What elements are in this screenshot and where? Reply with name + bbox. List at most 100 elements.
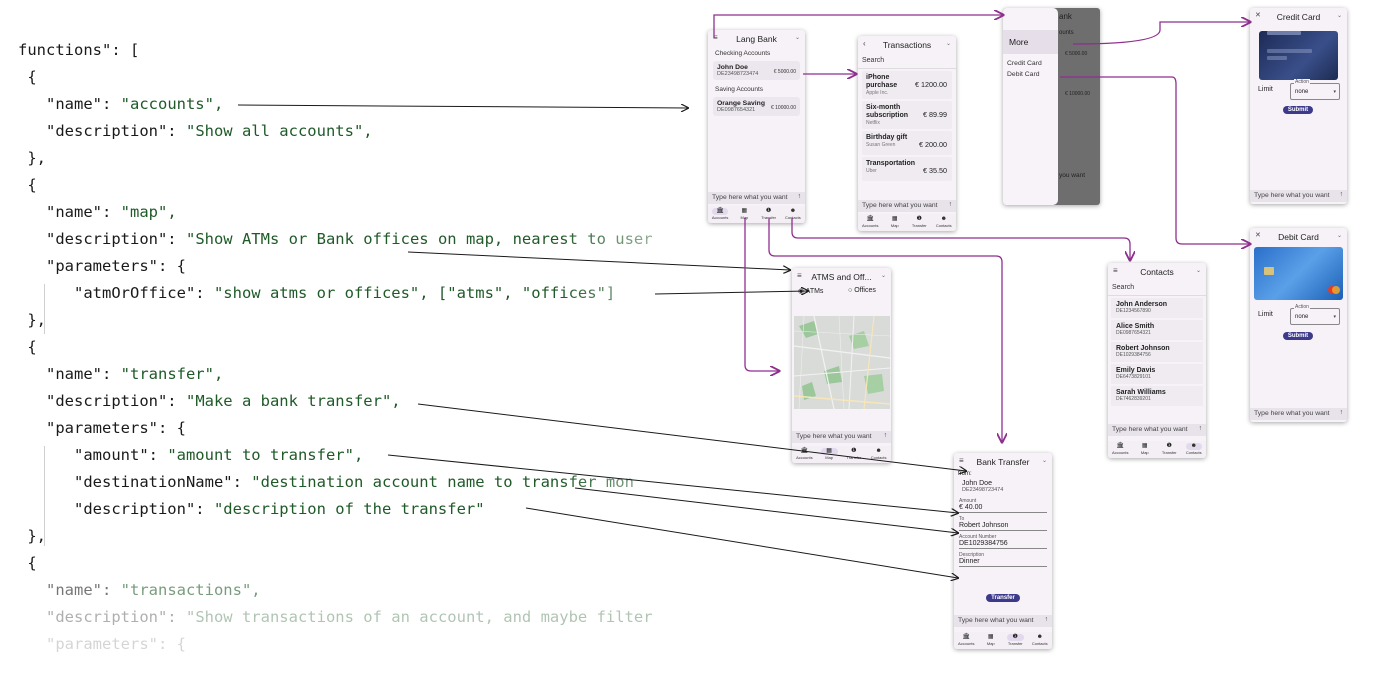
- code-line: "atmOrOffice": "show atms or offices", […: [18, 284, 616, 302]
- more-icon[interactable]: ⌄: [1041, 458, 1047, 464]
- nav-accounts[interactable]: 🏛Accounts: [954, 632, 979, 649]
- send-arrow-icon[interactable]: ↑: [797, 193, 801, 200]
- more-icon[interactable]: ⌄: [794, 35, 800, 41]
- nav-contacts[interactable]: ☻Contacts: [781, 206, 805, 223]
- nav-map[interactable]: ▦Map: [732, 206, 756, 223]
- nav-map[interactable]: ▦Map: [883, 214, 908, 231]
- search-input[interactable]: Search: [1108, 280, 1206, 296]
- accounts-header: ≡ Lang Bank ⌄: [708, 30, 805, 47]
- chat-input-placeholder: Type here what you want: [1254, 410, 1330, 417]
- transaction-item[interactable]: iPhone purchase Apple Inc. € 1200.00: [862, 71, 952, 100]
- code-line: {: [18, 68, 37, 86]
- more-icon[interactable]: ⌄: [1336, 233, 1342, 239]
- transfer-button[interactable]: Transfer: [986, 594, 1020, 602]
- from-label: from:: [958, 471, 972, 477]
- transfer-header: ≡ Bank Transfer ⌄: [954, 453, 1052, 470]
- nav-accounts[interactable]: 🏛Accounts: [1108, 441, 1133, 458]
- drawer-item-debit-card[interactable]: Debit Card: [1007, 71, 1040, 78]
- contacts-icon: ☻: [1036, 634, 1043, 640]
- send-arrow-icon[interactable]: ↑: [1198, 425, 1202, 432]
- background-text: you want: [1059, 172, 1086, 179]
- nav-accounts[interactable]: 🏛Accounts: [711, 208, 729, 220]
- send-arrow-icon[interactable]: ↑: [883, 432, 887, 439]
- menu-icon[interactable]: ≡: [1113, 266, 1118, 275]
- contacts-icon: ☻: [789, 208, 797, 214]
- nav-accounts[interactable]: 🏛Accounts: [858, 214, 883, 231]
- nav-contacts[interactable]: ☻Contacts: [1185, 443, 1202, 455]
- chat-input[interactable]: Type here what you want ↑: [954, 615, 1052, 627]
- chat-input-placeholder: Type here what you want: [796, 433, 872, 440]
- radio-atms[interactable]: ◉ ATMs: [798, 288, 824, 295]
- back-icon[interactable]: ‹: [863, 39, 866, 48]
- more-icon[interactable]: ⌄: [1336, 13, 1342, 19]
- nav-map[interactable]: ▦Map: [979, 632, 1004, 649]
- chat-input[interactable]: Type here what you want ↑: [1108, 424, 1206, 436]
- map-icon: ▦: [891, 216, 898, 222]
- menu-icon[interactable]: ≡: [713, 33, 718, 42]
- transfer-icon: ❶: [765, 208, 772, 214]
- flow-nav-map: [744, 218, 779, 371]
- send-arrow-icon[interactable]: ↑: [948, 201, 952, 208]
- map-icon: ▦: [820, 448, 838, 455]
- background-text: € 10000.00: [1065, 91, 1091, 97]
- nav-accounts[interactable]: 🏛Accounts: [792, 446, 817, 463]
- transaction-item[interactable]: Six-month subscription Netflix € 89.99: [862, 101, 952, 130]
- more-icon[interactable]: ⌄: [1195, 268, 1201, 274]
- account-card-saving[interactable]: Orange Saving DE0987654321 € 10000.00: [713, 97, 800, 116]
- account-name: John Doe: [717, 64, 748, 71]
- transaction-item[interactable]: Birthday gift Susan Green € 200.00: [862, 131, 952, 156]
- transaction-item[interactable]: Transportation Uber € 35.50: [862, 157, 952, 182]
- menu-icon[interactable]: ≡: [959, 456, 964, 465]
- nav-contacts[interactable]: ☻Contacts: [866, 446, 891, 463]
- chat-input[interactable]: Type here what you want ↑: [792, 431, 891, 443]
- nav-map[interactable]: ▦Map: [1133, 441, 1158, 458]
- map-view[interactable]: [794, 316, 890, 409]
- amount-field[interactable]: Amount€ 40.00: [959, 498, 1047, 513]
- submit-button[interactable]: Submit: [1283, 332, 1313, 340]
- map-icon: ▦: [741, 208, 748, 214]
- radio-offices[interactable]: ○ Offices: [848, 287, 876, 294]
- bank-icon: 🏛: [866, 216, 875, 222]
- nav-contacts[interactable]: ☻Contacts: [932, 214, 957, 231]
- screen-title: Debit Card: [1278, 231, 1319, 242]
- more-icon[interactable]: ⌄: [945, 41, 951, 47]
- chat-input[interactable]: Type here what you want ↑: [708, 192, 805, 204]
- action-dropdown[interactable]: Action none ▾: [1290, 304, 1340, 325]
- send-arrow-icon[interactable]: ↑: [1044, 616, 1048, 623]
- drawer-item-credit-card[interactable]: Credit Card: [1007, 60, 1042, 67]
- transactions-header: ‹ Transactions ⌄: [858, 36, 956, 53]
- search-input[interactable]: Search: [858, 53, 956, 69]
- chat-input[interactable]: Type here what you want ↑: [858, 200, 956, 212]
- screen-title: Bank Transfer: [976, 456, 1030, 467]
- chat-input-placeholder: Type here what you want: [958, 617, 1034, 624]
- more-icon[interactable]: ⌄: [880, 273, 886, 279]
- menu-icon[interactable]: ≡: [797, 271, 802, 280]
- bank-icon: 🏛: [1116, 443, 1125, 449]
- submit-button[interactable]: Submit: [1283, 106, 1313, 114]
- send-arrow-icon[interactable]: ↑: [1339, 191, 1343, 198]
- bank-icon: 🏛: [800, 448, 809, 454]
- chat-input[interactable]: Type here what you want ↑: [1250, 190, 1347, 202]
- action-dropdown[interactable]: Action none ▾: [1290, 79, 1340, 100]
- account-card-checking[interactable]: John Doe DE23498723474 € 5000.00: [713, 61, 800, 80]
- send-arrow-icon[interactable]: ↑: [1339, 409, 1343, 416]
- nav-map[interactable]: ▦Map: [817, 446, 842, 463]
- chat-input[interactable]: Type here what you want ↑: [1250, 408, 1347, 420]
- transfer-icon: ❶: [851, 448, 857, 454]
- close-icon[interactable]: ✕: [1255, 232, 1261, 239]
- close-icon[interactable]: ✕: [1255, 12, 1261, 19]
- nav-contacts[interactable]: ☻Contacts: [1028, 632, 1053, 649]
